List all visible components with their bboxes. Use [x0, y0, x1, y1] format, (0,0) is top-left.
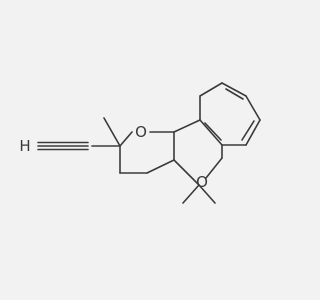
bond: [199, 82, 223, 97]
bond: [221, 82, 247, 97]
bond: [205, 157, 223, 179]
aromatic-bond: [241, 120, 255, 141]
aromatic-bond: [225, 88, 244, 100]
benzene-ring: [199, 82, 261, 146]
bond: [173, 159, 200, 186]
methyl-bond: [182, 184, 200, 204]
bond: [173, 119, 201, 133]
bond: [146, 159, 175, 174]
molecule-structure: O O H: [19, 82, 261, 204]
bond: [119, 131, 133, 147]
methyl-bond: [198, 184, 216, 204]
bond: [199, 119, 223, 146]
hydrogen-atom: H: [19, 137, 30, 155]
aromatic-bond: [204, 122, 222, 141]
oxygen-atom-pyran: O: [135, 123, 147, 141]
bond: [245, 119, 261, 146]
oxygen-atom-chromene: O: [196, 173, 208, 191]
chromene-ring: [173, 119, 223, 204]
pyran-ring: [103, 117, 175, 174]
bond: [245, 95, 261, 121]
methyl-bond: [103, 117, 121, 147]
ethynyl-group: [37, 141, 121, 151]
structure-canvas: O O H: [19, 82, 261, 204]
